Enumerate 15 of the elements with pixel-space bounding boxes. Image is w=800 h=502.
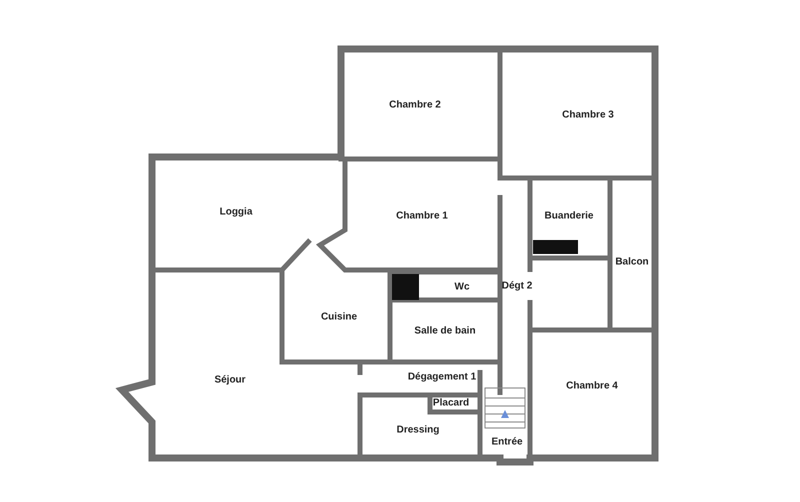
room-label: Chambre 3: [562, 110, 614, 120]
room-label: Buanderie: [544, 210, 594, 222]
room-label: Chambre 2: [389, 100, 441, 110]
room-label: Loggia: [220, 206, 252, 218]
room-label: Salle de bain: [414, 326, 476, 336]
room-label: Dégagement 1: [408, 372, 476, 382]
room-label: Séjour: [214, 374, 246, 386]
room-label: Placard: [432, 398, 470, 408]
room-label: Dressing: [396, 424, 440, 436]
room-label: Balcon: [615, 256, 649, 268]
room-label: Wc: [454, 282, 470, 292]
room-label: Entrée: [491, 436, 523, 448]
room-label: Chambre 4: [566, 380, 618, 392]
room-label: Cuisine: [320, 312, 358, 322]
room-label: Chambre 1: [396, 210, 448, 222]
